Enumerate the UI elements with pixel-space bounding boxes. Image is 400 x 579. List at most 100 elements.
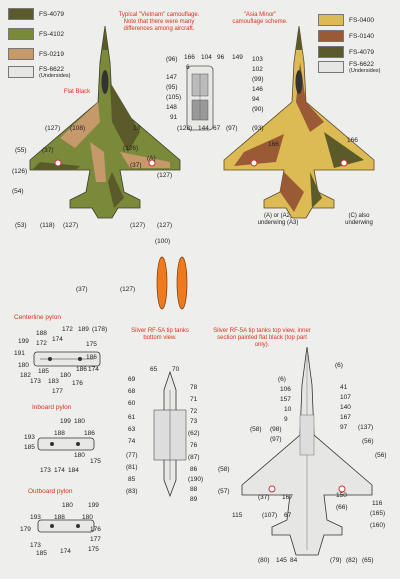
underside-callout: (79) xyxy=(330,557,342,564)
legend-sub: (Undersides) xyxy=(39,72,71,79)
callout: (127) xyxy=(45,125,61,132)
asia-minor-plane-drawing xyxy=(223,25,375,219)
legend-label: FS-0219 xyxy=(39,50,64,58)
legend-fs6622-r: FS-6622 (Undersides) xyxy=(318,61,380,74)
color-swatch xyxy=(8,28,34,40)
legend-fs0400: FS-0400 xyxy=(318,14,374,26)
cockpit-callout: 166 xyxy=(184,54,195,61)
callout: (126) xyxy=(123,145,139,152)
centerline-callout: 180 xyxy=(60,372,71,379)
inboard-callout: 188 xyxy=(54,430,65,437)
legend-label: FS-4102 xyxy=(39,30,64,38)
outboard-callout: 177 xyxy=(90,536,101,543)
cockpit-callout: 149 xyxy=(232,54,243,61)
color-swatch xyxy=(318,46,344,58)
underside-callout: (37) xyxy=(258,494,270,501)
underside-callout: 145 xyxy=(276,557,287,564)
cockpit-callout: (97) xyxy=(226,125,238,132)
underside-callout: (165) xyxy=(370,510,386,517)
tank-callout: 78 xyxy=(190,384,198,391)
tank-callout: 73 xyxy=(190,418,198,425)
cockpit-callout: (95) xyxy=(166,84,178,91)
callout: 13 xyxy=(133,125,141,132)
legend-code: FS-6622 xyxy=(39,65,64,73)
inboard-callout: 199 xyxy=(60,418,71,425)
underside-callout: (97) xyxy=(270,436,282,443)
callout: (108) xyxy=(70,125,86,132)
tank-callout: 70 xyxy=(172,366,180,373)
centerline-callout: 189 xyxy=(78,326,89,333)
underside-callout: (160) xyxy=(370,522,386,529)
inboard-callout: 173 xyxy=(40,467,51,474)
outboard-callout: 173 xyxy=(30,542,41,549)
centerline-callout: 177 xyxy=(52,388,63,395)
cockpit-callout: (128) xyxy=(177,125,193,132)
underside-callout: (56) xyxy=(375,452,387,459)
callout: (55) xyxy=(15,147,27,154)
callout: (127) xyxy=(130,222,146,229)
centerline-callout: 186 xyxy=(86,354,97,361)
underside-callout: 97 xyxy=(340,424,348,431)
inboard-callout: 186 xyxy=(84,430,95,437)
callout: (127) xyxy=(157,222,173,229)
cockpit-callout: 144 xyxy=(198,125,209,132)
underside-callout: 67 xyxy=(284,512,292,519)
centerline-callout: 180 xyxy=(18,362,29,369)
tank-callout: 76 xyxy=(190,442,198,449)
underside-callout: 9 xyxy=(284,416,288,423)
legend-fs0219: FS-0219 xyxy=(8,48,64,60)
underside-callout: (58) xyxy=(250,426,262,433)
underside-callout: 157 xyxy=(280,396,291,403)
outboard-callout: 175 xyxy=(88,546,99,553)
callout: 166 xyxy=(347,137,358,144)
callout: (127) xyxy=(63,222,79,229)
underside-callout: 167 xyxy=(282,494,293,501)
centerline-callout: 174 xyxy=(52,336,63,343)
outboard-callout: 185 xyxy=(36,550,47,557)
legend-code: FS-6622 xyxy=(349,60,374,68)
outboard-callout: 188 xyxy=(54,514,65,521)
centerline-callout: 199 xyxy=(18,338,29,345)
underside-callout: (137) xyxy=(358,424,374,431)
callout: (100) xyxy=(155,238,171,245)
callout: (37) xyxy=(76,286,88,293)
tank-callout: (190) xyxy=(188,476,204,483)
underside-callout: 167 xyxy=(340,414,351,421)
tank-callout: (83) xyxy=(126,488,138,495)
centerline-callout: 191 xyxy=(14,350,25,357)
underside-callout: 84 xyxy=(290,557,298,564)
legend-fs0140: FS-0140 xyxy=(318,30,374,42)
legend-label: FS-6622 (Undersides) xyxy=(349,61,380,74)
underside-callout: (56) xyxy=(362,438,374,445)
tank-callout: 60 xyxy=(128,400,136,407)
cockpit-callout: (93) xyxy=(252,125,264,132)
centerline-callout: 186 xyxy=(76,366,87,373)
centerline-callout: 175 xyxy=(86,341,97,348)
inboard-callout: 175 xyxy=(90,458,101,465)
flat-black-note: Flat Black xyxy=(63,89,91,95)
callout: (37) xyxy=(42,147,54,154)
legend-label: FS-4079 xyxy=(39,10,64,18)
callout: (54) xyxy=(12,188,24,195)
underside-callout: (66) xyxy=(336,504,348,511)
legend-fs4079-r: FS-4079 xyxy=(318,46,374,58)
cockpit-callout: 94 xyxy=(252,96,260,103)
cockpit-callout: 96 xyxy=(217,54,225,61)
underside-callout: 150 xyxy=(336,492,347,499)
inboard-title: Inboard pylon xyxy=(32,404,72,411)
centerline-callout: 185 xyxy=(38,368,49,375)
centerline-callout: 172 xyxy=(36,340,47,347)
callout: (126) xyxy=(12,168,28,175)
centerline-callout: 182 xyxy=(20,372,31,379)
inboard-callout: 180 xyxy=(74,418,85,425)
legend-label: FS-6622 (Undersides) xyxy=(39,66,70,79)
tip-top-note: Silver RF-5A tip tanks top view, inner s… xyxy=(213,328,311,348)
outboard-callout: 180 xyxy=(62,502,73,509)
cockpit-callout: (99) xyxy=(252,76,264,83)
legend-label: FS-0140 xyxy=(349,32,374,40)
underside-callout: (6) xyxy=(278,376,286,383)
cockpit-callout: 148 xyxy=(166,104,177,111)
tank-callout: 69 xyxy=(128,376,136,383)
cockpit-callout: 6 xyxy=(186,64,190,71)
outboard-callout: 199 xyxy=(88,502,99,509)
